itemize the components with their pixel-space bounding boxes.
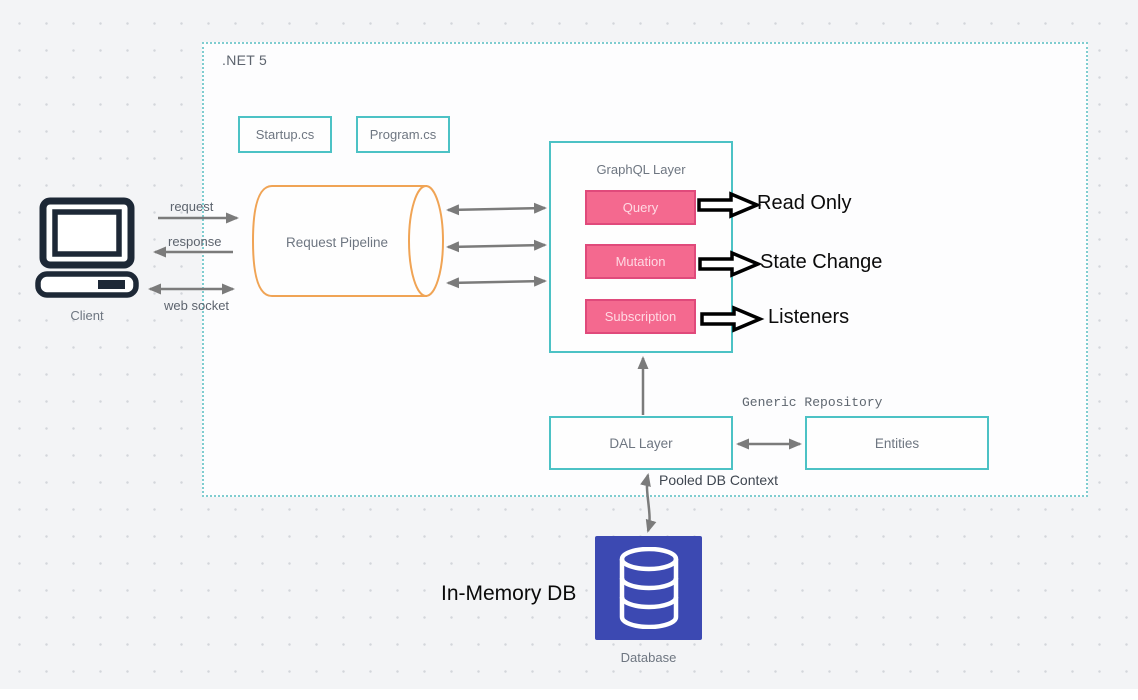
subscription-box: Subscription (585, 299, 696, 334)
pooled-db-context-label: Pooled DB Context (659, 472, 779, 488)
dal-layer-label: DAL Layer (609, 435, 673, 451)
startup-file-label: Startup.cs (255, 127, 315, 142)
entities-label: Entities (874, 435, 920, 451)
laptop-screen-outer (39, 197, 135, 269)
listeners-annotation: Listeners (768, 306, 850, 328)
laptop-icon (35, 197, 139, 298)
mutation-box: Mutation (585, 244, 696, 279)
websocket-label: web socket (164, 298, 230, 313)
net5-label: .NET 5 (222, 52, 268, 68)
read-only-annotation: Read Only (757, 192, 852, 214)
startup-file-box: Startup.cs (238, 116, 332, 153)
graphql-layer-title: GraphQL Layer (596, 162, 686, 177)
request-label: request (170, 199, 214, 214)
database-label: Database (620, 650, 677, 665)
generic-repository-label: Generic Repository (742, 395, 883, 410)
entities-box: Entities (805, 416, 989, 470)
query-box: Query (585, 190, 696, 225)
laptop-base (35, 271, 139, 298)
client-label: Client (70, 308, 104, 323)
program-file-box: Program.cs (356, 116, 450, 153)
mutation-label: Mutation (615, 254, 666, 269)
database-cylinder-icon (619, 547, 678, 629)
in-memory-db-annotation: In-Memory DB (441, 582, 577, 605)
state-change-annotation: State Change (760, 251, 883, 273)
program-file-label: Program.cs (369, 127, 437, 142)
request-pipeline-label: Request Pipeline (285, 235, 389, 250)
bottom-margin-strip (0, 689, 1138, 700)
subscription-label: Subscription (604, 309, 677, 324)
dal-layer-box: DAL Layer (549, 416, 733, 470)
query-label: Query (622, 200, 659, 215)
laptop-base-detail (98, 280, 125, 289)
database-box (595, 536, 702, 640)
response-label: response (168, 234, 222, 249)
laptop-screen-inner (52, 209, 122, 257)
